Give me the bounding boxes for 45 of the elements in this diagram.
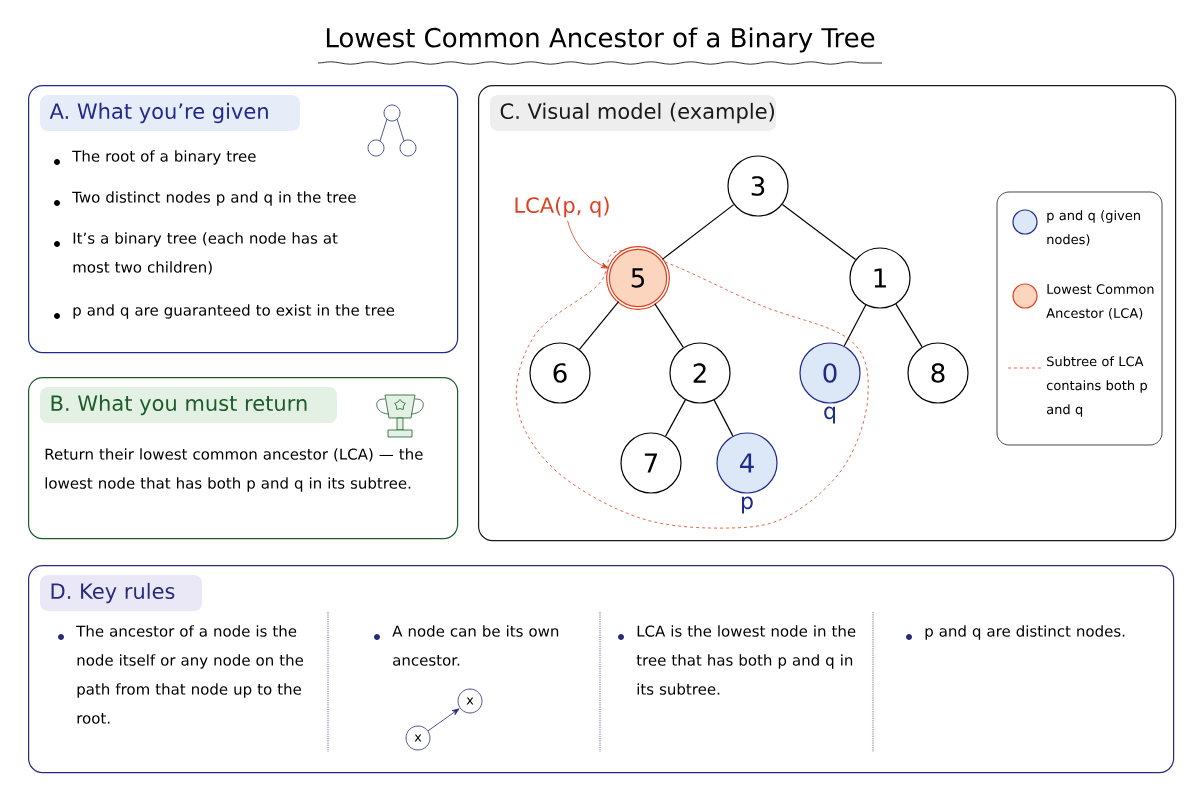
bullet-item: LCA is the lowest node in the tree that has both p and q in its subtree.	[618, 625, 856, 695]
bullet-item: p and q are distinct nodes.	[906, 625, 1125, 640]
tree-node: 5	[606, 246, 670, 310]
body-text: Return their lowest common ancestor (LCA) — the lowest node that has both p and q in its subtree.	[45, 448, 423, 492]
tree-node: 2	[669, 342, 731, 404]
arrow	[427, 708, 460, 732]
tree-node: 8	[907, 342, 969, 404]
callout-label: LCA(p, q)	[515, 196, 609, 218]
node-label: q	[824, 406, 835, 424]
panel	[28, 85, 459, 354]
tree-node: 7	[620, 432, 682, 494]
tree-node: 4	[716, 432, 778, 494]
panel-heading: B. What you must return	[40, 387, 337, 423]
bullet-item: Two distinct nodes p and q in the tree	[54, 191, 356, 206]
tree-edge	[654, 303, 684, 348]
tree-node: 1	[849, 247, 911, 309]
tree-edge	[843, 304, 867, 347]
node-label: p	[742, 496, 753, 514]
bullet-item: A node can be its own ancestor.	[374, 625, 559, 666]
tree-edge	[578, 301, 620, 350]
panel	[28, 565, 1175, 774]
bullet-item: It’s a binary tree (each node has at most two children)	[54, 232, 338, 275]
tree-node: 0	[799, 342, 861, 404]
bullet-item: p and q are guaranteed to exist in the tree	[54, 304, 395, 319]
tree-edge	[895, 303, 923, 348]
bullet-item: The ancestor of a node is the node itself or any node on the path from that node up to the root.	[58, 625, 304, 724]
small-node: x	[405, 725, 431, 751]
panel	[478, 85, 1177, 542]
arrow	[567, 220, 609, 269]
bullet-item: The root of a binary tree	[54, 150, 256, 165]
legend-item: p and q (given nodes)	[1012, 209, 1140, 246]
tree-node: 6	[529, 342, 591, 404]
panel	[28, 377, 459, 540]
tree-edge	[665, 399, 686, 437]
legend-item: Subtree of LCA contains both p and q	[1007, 356, 1147, 417]
tree-edge	[781, 203, 857, 261]
panel-heading: C. Visual model (example)	[490, 95, 776, 131]
small-node: x	[457, 688, 483, 714]
title: Lowest Common Ancestor of a Binary Tree	[326, 27, 875, 53]
panel-heading: A. What you’re given	[40, 95, 300, 131]
panel-heading: D. Key rules	[40, 575, 202, 611]
legend-item: Lowest Common Ancestor (LCA)	[1012, 283, 1154, 320]
tree-edge	[661, 204, 735, 260]
tree-edge	[713, 399, 734, 437]
tree-node: 3	[727, 155, 789, 217]
